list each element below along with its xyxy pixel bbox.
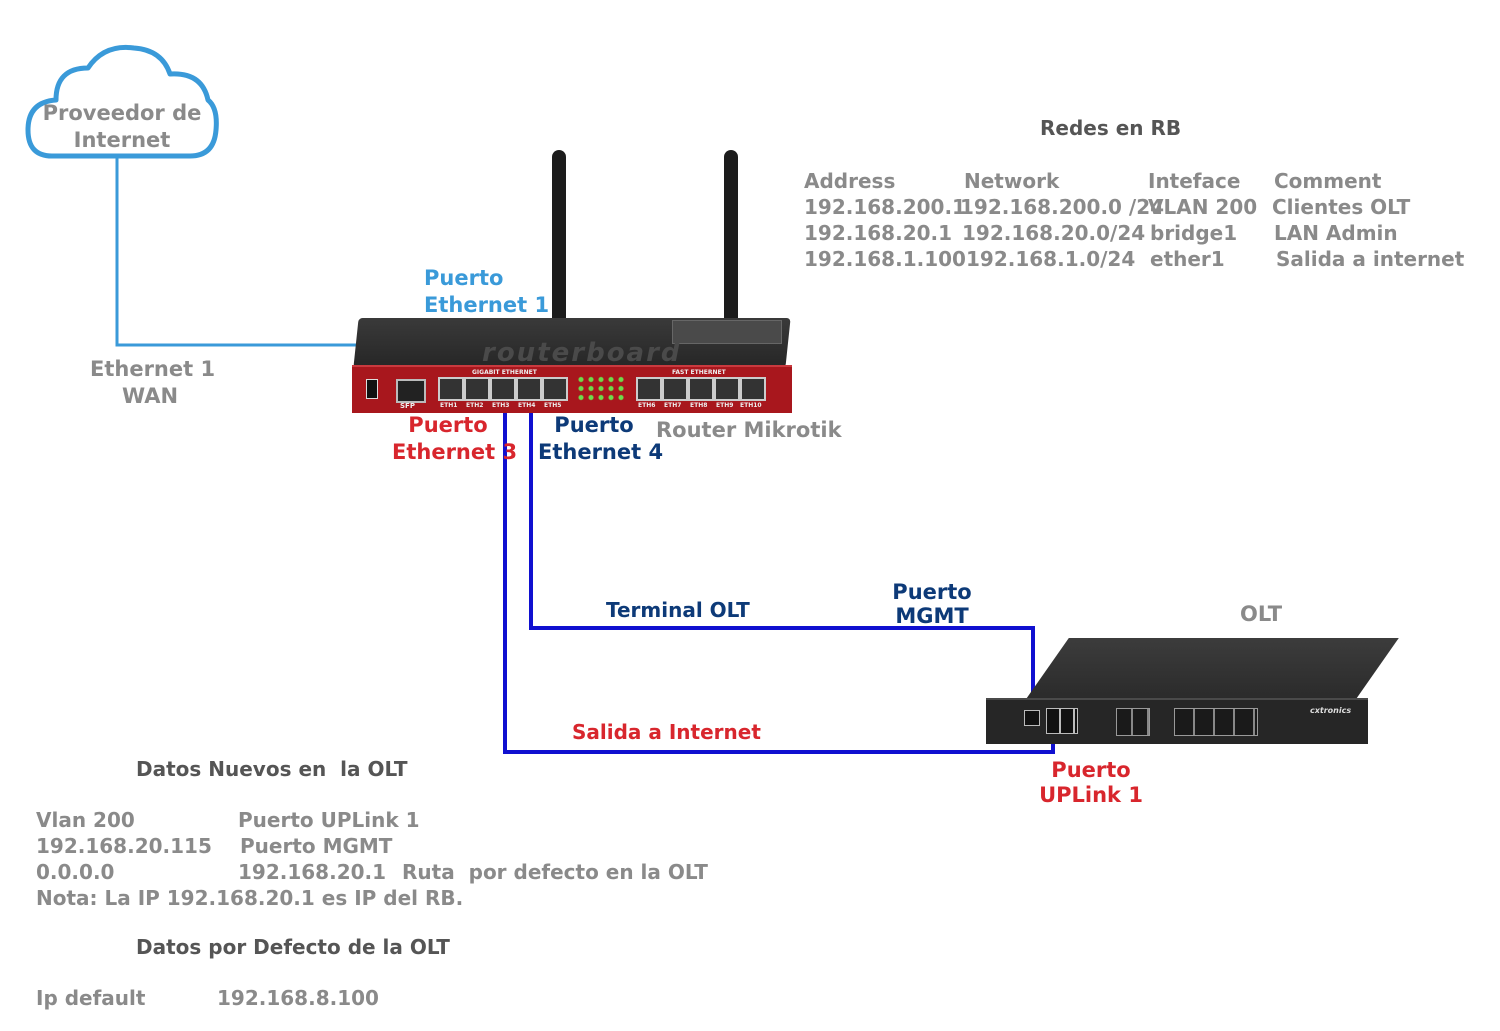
datos-nuevos-title: Datos Nuevos en la OLT <box>136 757 408 781</box>
fast-label: FAST ETHERNET <box>672 369 726 376</box>
port-label-eth4: ETH4 <box>518 402 536 409</box>
rb-cell: 192.168.200.1 <box>804 195 966 219</box>
eth1-port[interactable] <box>438 377 464 401</box>
port-label-eth10: ETH10 <box>740 402 762 409</box>
rb-header-interface: Inteface <box>1148 169 1241 193</box>
rb-cell: ether1 <box>1150 247 1225 271</box>
rb-cell: bridge1 <box>1150 221 1238 245</box>
cloud-icon <box>25 44 219 159</box>
olt-cell: 0.0.0.0 <box>36 860 115 884</box>
mgmt-label: Puerto MGMT <box>892 580 972 628</box>
olt-brand: cxtronics <box>1310 706 1352 715</box>
olt-top <box>1024 638 1399 702</box>
gigabit-label: GIGABIT ETHERNET <box>472 369 537 376</box>
ip-default-label: Ip default <box>36 986 146 1010</box>
eth3-label: Puerto Ethernet 3 <box>392 413 518 464</box>
eth3-port[interactable] <box>490 377 516 401</box>
olt-cell: 192.168.20.1 <box>238 860 387 884</box>
port-label-eth9: ETH9 <box>716 402 734 409</box>
rb-cell: 192.168.200.0 /24 <box>960 195 1165 219</box>
rb-header-comment: Comment <box>1274 169 1382 193</box>
port-label-eth6: ETH6 <box>638 402 656 409</box>
rb-cell: 192.168.1.100 <box>804 247 966 271</box>
rb-cell: 192.168.20.0/24 <box>962 221 1146 245</box>
olt-pon-block <box>1174 708 1258 736</box>
router-brand: routerboard <box>482 338 682 368</box>
eth4-port[interactable] <box>516 377 542 401</box>
eth5-port[interactable] <box>542 377 568 401</box>
led-grid <box>576 375 624 403</box>
rb-header-network: Network <box>964 169 1060 193</box>
router-display <box>672 320 782 344</box>
olt-sfp-block <box>1116 708 1150 736</box>
olt-cell: Puerto UPLink 1 <box>238 808 420 832</box>
salida-internet-label: Salida a Internet <box>572 720 761 744</box>
router-front: SFP GIGABIT ETHERNET FAST ETHERNET ETH1 … <box>352 365 792 413</box>
olt-title: OLT <box>1240 602 1283 626</box>
router-mikrotik: routerboard SFP GIGABIT ETHERNET FAST ET… <box>352 150 792 413</box>
internet-provider-cloud: Proveedor de Internet <box>22 38 222 163</box>
uplink-label: Puerto UPLink 1 <box>1039 758 1143 807</box>
rb-cell: Clientes OLT <box>1272 195 1411 219</box>
sfp-port <box>396 379 426 403</box>
sfp-label: SFP <box>400 402 415 410</box>
rb-cell: LAN Admin <box>1274 221 1398 245</box>
port-label-eth3: ETH3 <box>492 402 510 409</box>
eth1-label: Puerto Ethernet 1 <box>424 266 550 317</box>
datos-defecto-title: Datos por Defecto de la OLT <box>136 935 450 959</box>
redes-rb-table: Address Network Inteface Comment 192.168… <box>804 168 1464 278</box>
olt-front: cxtronics <box>986 698 1368 744</box>
usb-port <box>366 379 378 399</box>
eth9-port[interactable] <box>714 377 740 401</box>
olt-mgmt-port[interactable] <box>1024 710 1040 726</box>
port-label-eth2: ETH2 <box>466 402 484 409</box>
olt-cell: Ruta por defecto en la OLT <box>402 860 708 884</box>
eth8-port[interactable] <box>688 377 714 401</box>
eth7-port[interactable] <box>662 377 688 401</box>
olt-cell: Puerto MGMT <box>240 834 393 858</box>
rb-cell: VLAN 200 <box>1148 195 1258 219</box>
eth4-label: Puerto Ethernet 4 <box>538 413 664 464</box>
port-label-eth5: ETH5 <box>544 402 562 409</box>
rb-header-address: Address <box>804 169 896 193</box>
ip-default-value: 192.168.8.100 <box>217 986 379 1010</box>
eth6-port[interactable] <box>636 377 662 401</box>
rb-cell: 192.168.20.1 <box>804 221 953 245</box>
olt-device: cxtronics <box>984 638 1399 744</box>
terminal-olt-label: Terminal OLT <box>606 598 750 622</box>
port-label-eth8: ETH8 <box>690 402 708 409</box>
redes-rb-title: Redes en RB <box>1040 116 1182 140</box>
eth10-port[interactable] <box>740 377 766 401</box>
router-name-label: Router Mikrotik <box>656 418 842 442</box>
rb-cell: 192.168.1.0/24 <box>966 247 1136 271</box>
datos-nuevos-table: Vlan 200 Puerto UPLink 1 192.168.20.115 … <box>36 807 716 917</box>
terminal-olt-wire <box>529 385 1035 722</box>
eth2-port[interactable] <box>464 377 490 401</box>
cloud-label-line1: Proveedor de <box>42 101 202 125</box>
port-label-eth1: ETH1 <box>440 402 458 409</box>
antenna-right <box>724 150 738 325</box>
port-label-eth7: ETH7 <box>664 402 682 409</box>
antenna-left <box>552 150 566 325</box>
cloud-label-line2: Internet <box>73 128 171 152</box>
olt-cell: Vlan 200 <box>36 808 135 832</box>
olt-cell: 192.168.20.115 <box>36 834 212 858</box>
rb-cell: Salida a internet <box>1276 247 1465 271</box>
wan-label: Ethernet 1 WAN <box>90 357 216 408</box>
olt-uplink-ports[interactable] <box>1046 708 1078 734</box>
olt-note: Nota: La IP 192.168.20.1 es IP del RB. <box>36 886 464 910</box>
